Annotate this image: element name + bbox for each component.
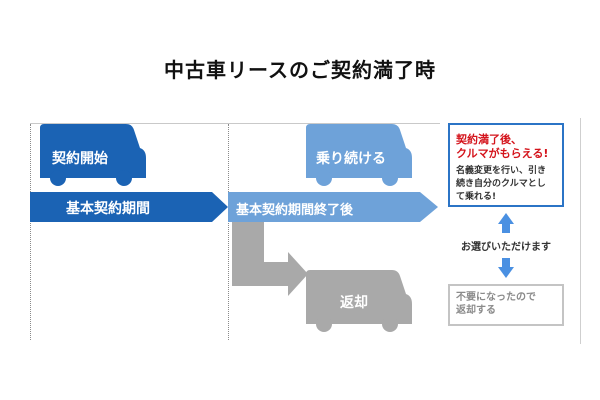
arrow-up-icon <box>498 213 514 233</box>
top-rule-left <box>30 123 440 124</box>
label-basic-period: 基本契約期間 <box>66 201 150 217</box>
continue-body: 名義変更を行い、引き 続き自分のクルマとし て乗れる! <box>456 165 556 204</box>
choose-text: お選びいただけます <box>461 242 551 253</box>
end-guide-line <box>228 124 229 340</box>
car-continue-icon <box>306 124 412 186</box>
label-period-end: 基本契約期間終了後 <box>236 203 354 218</box>
continue-option-box: 契約満了後、 クルマがもらえる! 名義変更を行い、引き 続き自分のクルマとし て… <box>448 123 564 207</box>
return-path-arrow <box>232 222 308 296</box>
basic-period-arrow <box>30 192 228 222</box>
label-return: 返却 <box>340 295 368 311</box>
label-contract-start: 契約開始 <box>52 151 108 167</box>
label-continue-riding: 乗り続ける <box>316 151 386 167</box>
page-title: 中古車リースのご契約満了時 <box>164 58 436 82</box>
continue-body-line2: 続き自分のクルマとし <box>456 179 546 189</box>
continue-lead-line1: 契約満了後、 <box>456 133 522 146</box>
car-return-icon <box>306 270 412 332</box>
return-line1: 不要になったので <box>456 292 536 303</box>
start-guide-line <box>30 124 31 340</box>
period-end-arrow <box>228 192 438 222</box>
continue-body-line1: 名義変更を行い、引き <box>456 166 547 176</box>
arrow-down-icon <box>498 258 514 278</box>
return-line2: 返却する <box>456 305 496 316</box>
continue-body-line3: て乗れる! <box>456 192 497 202</box>
return-option-box: 不要になったので 返却する <box>448 284 564 326</box>
car-contract-start-icon <box>40 124 146 186</box>
continue-lead-line2: クルマがもらえる! <box>456 147 549 160</box>
right-border-line <box>580 118 581 344</box>
